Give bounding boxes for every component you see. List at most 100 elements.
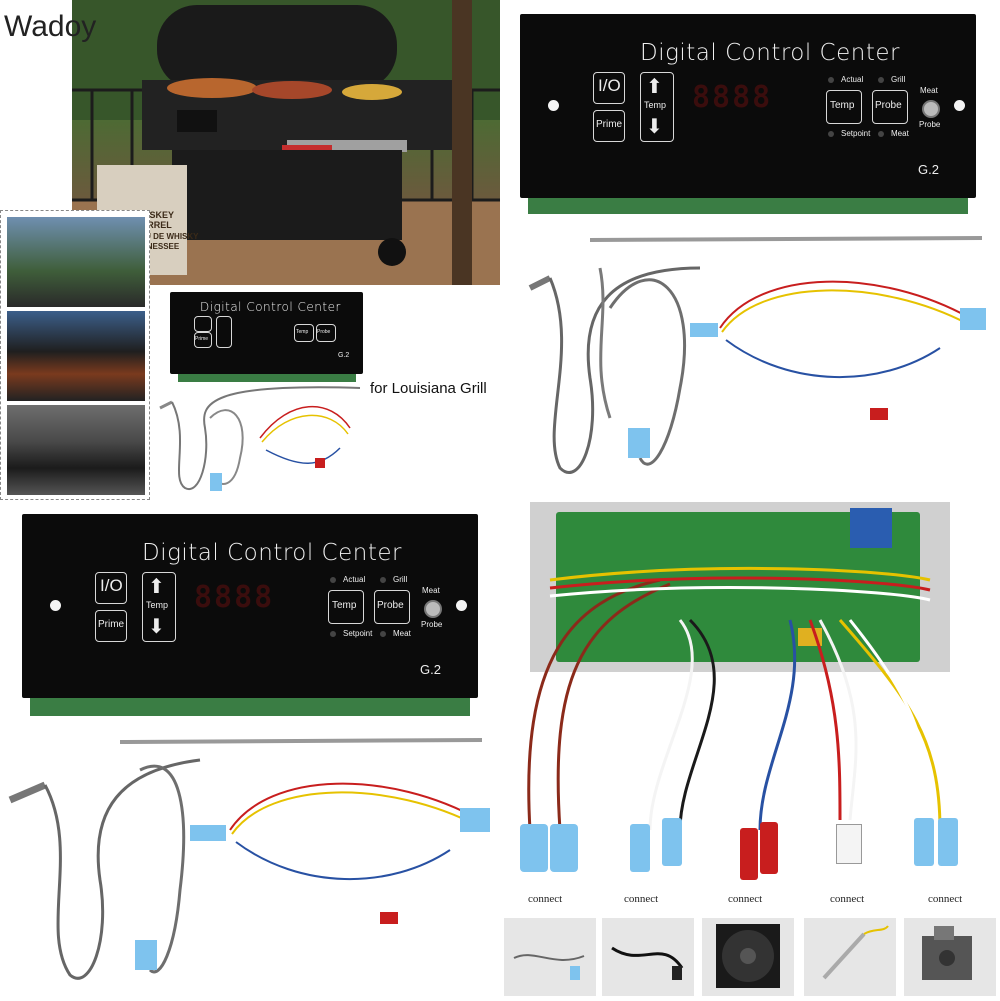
connect-label-4: connect xyxy=(830,893,865,905)
temp-down-arrow-icon[interactable]: ⬇ xyxy=(148,616,165,638)
prime-label: Prime xyxy=(596,119,623,130)
circuit-board-edge-bottom xyxy=(30,698,470,716)
caption: for Louisiana Grill xyxy=(370,380,487,397)
terminal-yellow-left xyxy=(914,818,934,866)
meat-probe-jack[interactable] xyxy=(424,600,442,618)
temp-rocker-label: Temp xyxy=(644,100,667,110)
temp-down-arrow-icon[interactable]: ⬇ xyxy=(646,116,663,138)
meat-label: Meat xyxy=(891,129,909,138)
temp-rocker[interactable] xyxy=(142,572,176,642)
meat-probe-label-bottom: Probe xyxy=(421,620,443,629)
temp-up-arrow-icon[interactable]: ⬆ xyxy=(148,576,165,598)
meat-probe-label-top: Meat xyxy=(422,586,440,595)
panel-title: Digital Control Center xyxy=(200,300,341,314)
prime-label: Prime xyxy=(195,336,209,342)
control-panel-bottom: Digital Control Center I/O Prime ⬆ Temp … xyxy=(22,514,478,698)
cables-top xyxy=(528,236,986,474)
bag-label-2: TONNEAU DE WHISKY TENNESSEE xyxy=(111,232,199,251)
terminal-yellow-right xyxy=(938,818,958,866)
connect-label-3: connect xyxy=(728,893,763,905)
meat-probe-label-bottom: Probe xyxy=(919,120,941,129)
model-label: G.2 xyxy=(918,162,939,177)
temp-button-label: Temp xyxy=(296,329,309,335)
mount-hole-right xyxy=(954,100,965,111)
temperature-display: 8888 xyxy=(692,80,773,115)
actual-led xyxy=(330,577,336,583)
cables-bottom xyxy=(8,738,490,980)
cables-small xyxy=(159,386,361,491)
terminal-white-black-right xyxy=(662,818,682,866)
temperature-display: 8888 xyxy=(194,580,275,615)
connect-label-5: connect xyxy=(928,893,963,905)
panel-title: Digital Control Center xyxy=(142,540,402,566)
terminal-brown-left xyxy=(520,824,548,872)
probe-cable-icon xyxy=(504,918,596,996)
temperature-probe-icon xyxy=(804,918,896,996)
probe-button-label: Probe xyxy=(377,600,404,611)
meat-label: Meat xyxy=(393,629,411,638)
prime-button[interactable] xyxy=(194,332,212,348)
thumbnail-grill-lake xyxy=(7,217,145,307)
terminal-red-left xyxy=(740,828,758,880)
power-label: I/O xyxy=(598,76,621,95)
temp-rocker[interactable] xyxy=(640,72,674,142)
circuit-board-edge-small xyxy=(178,374,356,382)
actual-led xyxy=(828,77,834,83)
temp-button[interactable] xyxy=(294,324,314,342)
temp-button[interactable] xyxy=(826,90,862,124)
meat-probe-label-top: Meat xyxy=(920,86,938,95)
auger-motor-icon xyxy=(904,918,996,996)
meat-probe-jack[interactable] xyxy=(922,100,940,118)
temp-button-label: Temp xyxy=(830,100,855,111)
thumbnail-panel xyxy=(0,210,150,500)
panel-title: Digital Control Center xyxy=(640,40,900,66)
mount-hole-left xyxy=(548,100,559,111)
grill-label: Grill xyxy=(891,75,906,84)
probe-button[interactable] xyxy=(872,90,908,124)
terminal-white-black-left xyxy=(630,824,650,872)
relay xyxy=(850,508,892,548)
mount-hole-left xyxy=(50,600,61,611)
temp-up-arrow-icon[interactable]: ⬆ xyxy=(646,76,663,98)
fan-icon xyxy=(702,918,794,996)
control-panel-top: Digital Control Center I/O Prime ⬆ Temp … xyxy=(520,14,976,198)
meat-led xyxy=(380,631,386,637)
power-button[interactable] xyxy=(194,316,212,332)
prime-label: Prime xyxy=(98,619,125,630)
mount-hole-right xyxy=(456,600,467,611)
model-label: G.2 xyxy=(420,662,441,677)
probe-button-label: Probe xyxy=(875,100,902,111)
setpoint-label: Setpoint xyxy=(343,629,373,638)
circuit-board-edge-top xyxy=(528,198,968,214)
prime-button[interactable] xyxy=(593,110,625,142)
setpoint-led xyxy=(330,631,336,637)
grill-led xyxy=(380,577,386,583)
grill-led xyxy=(878,77,884,83)
temp-button-label: Temp xyxy=(332,600,357,611)
power-button[interactable] xyxy=(593,72,625,104)
actual-label: Actual xyxy=(343,575,366,584)
power-label: I/O xyxy=(100,576,123,595)
control-panel-small: Digital Control Center Prime Temp Probe … xyxy=(170,292,363,374)
bag-label-1: WHISKEY BARREL xyxy=(131,210,174,230)
probe-button[interactable] xyxy=(316,324,336,342)
temp-rocker[interactable] xyxy=(216,316,232,348)
connect-label-1: connect xyxy=(528,893,563,905)
model-label: G.2 xyxy=(338,352,350,359)
terminal-red-right xyxy=(760,822,778,874)
thumbnail-grill-cart xyxy=(7,405,145,495)
probe-button-label: Probe xyxy=(317,329,331,335)
prime-button[interactable] xyxy=(95,610,127,642)
probe-button[interactable] xyxy=(374,590,410,624)
actual-label: Actual xyxy=(841,75,864,84)
temp-button[interactable] xyxy=(328,590,364,624)
harness-wires xyxy=(527,566,942,831)
terminal-white-connector xyxy=(836,824,862,864)
setpoint-led xyxy=(828,131,834,137)
terminal-brown-right xyxy=(550,824,578,872)
thumbnail-grilling-meat xyxy=(7,311,145,401)
setpoint-label: Setpoint xyxy=(841,129,871,138)
meat-led xyxy=(878,131,884,137)
connect-label-2: connect xyxy=(624,893,659,905)
power-button[interactable] xyxy=(95,572,127,604)
